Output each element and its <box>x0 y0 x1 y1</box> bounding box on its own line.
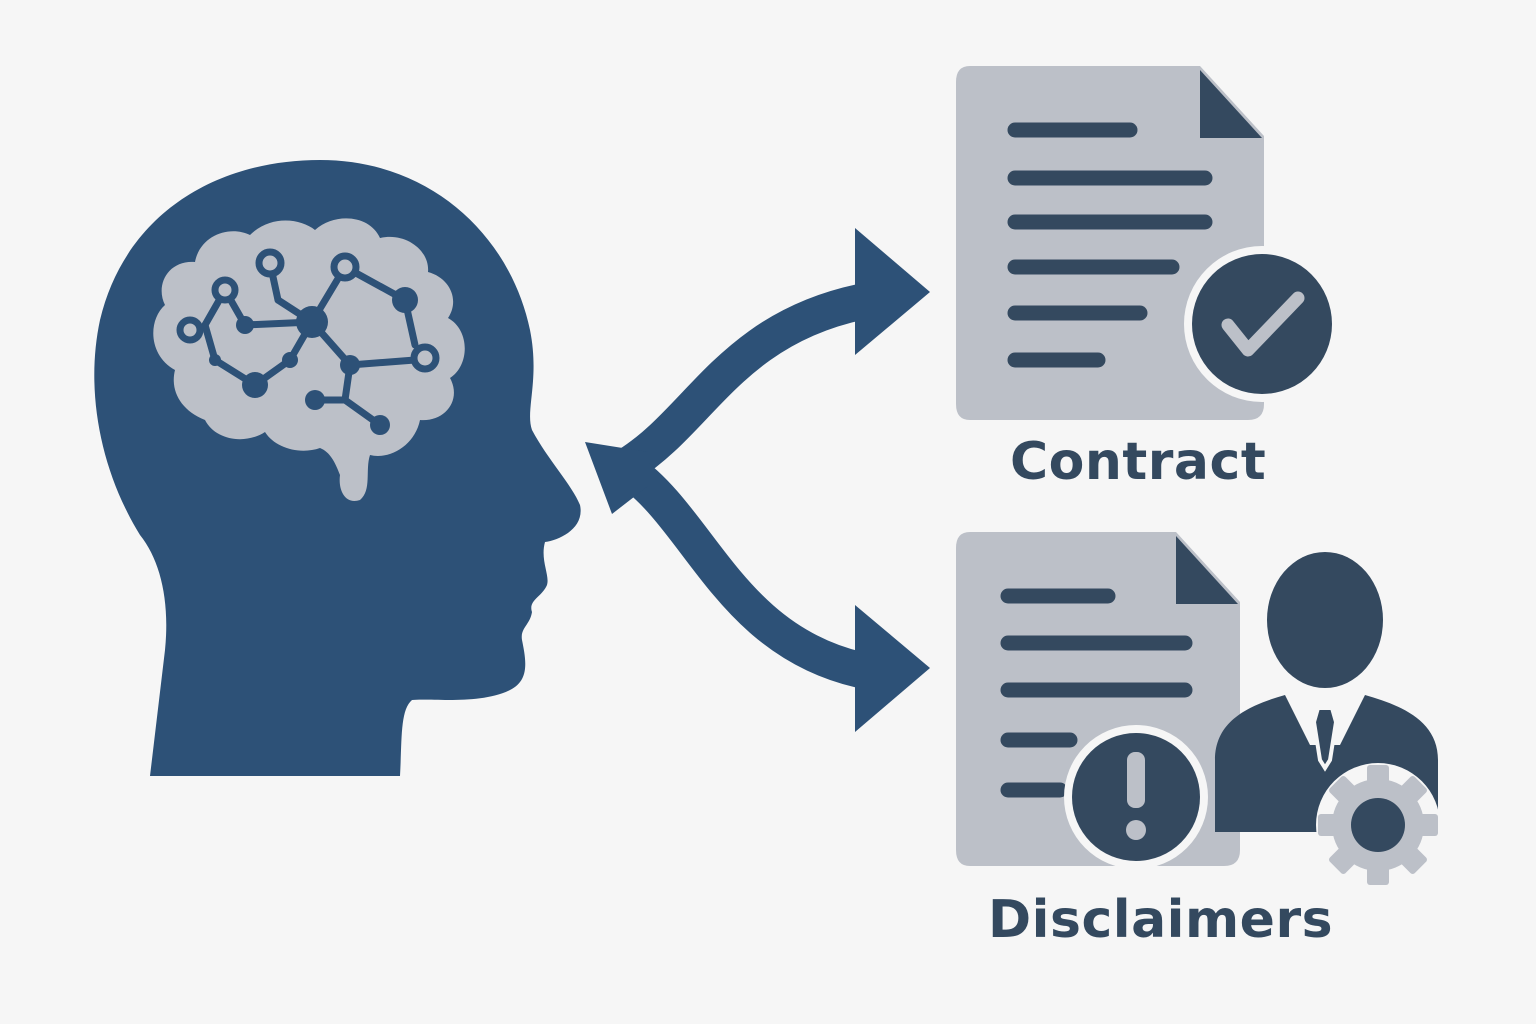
neural-network-ring-nodes <box>176 248 440 373</box>
neural-node <box>296 306 328 338</box>
contract-text-lines <box>1007 122 1213 368</box>
exclamation-icon-dot <box>1126 820 1146 840</box>
disclaimers-label: Disclaimers <box>988 890 1334 950</box>
document-with-check-icon <box>956 66 1340 420</box>
contract-folded-corner <box>1200 70 1262 138</box>
document-with-exclamation-icon <box>956 532 1240 869</box>
neural-ring-node <box>255 248 285 278</box>
arrow-head-contract <box>855 228 930 355</box>
person-collar-right <box>1325 700 1355 722</box>
check-icon <box>1221 291 1305 357</box>
check-badge-circle <box>1192 254 1332 394</box>
neural-node <box>236 316 254 334</box>
head-with-brain-icon <box>94 160 581 776</box>
neural-ring-node <box>211 276 239 304</box>
arrow-head-disclaimers <box>855 605 930 732</box>
disclaimers-folded-corner <box>1176 536 1238 604</box>
tie-icon <box>1311 706 1339 772</box>
neural-node <box>392 287 418 313</box>
neural-ring-node <box>176 316 204 344</box>
person-collar <box>1295 700 1325 722</box>
arrow-split-tip <box>585 442 648 514</box>
neural-node <box>370 415 390 435</box>
contract-label: Contract <box>1010 432 1267 492</box>
neural-ring-node <box>410 343 440 373</box>
arrow-to-contract-shaft <box>610 284 878 483</box>
neural-node <box>209 354 221 366</box>
person-head <box>1267 552 1383 688</box>
neural-node <box>282 352 298 368</box>
neural-ring-node <box>330 252 360 282</box>
neural-network-nodes <box>209 287 418 435</box>
neural-node <box>340 355 360 375</box>
arrow-to-disclaimers-shaft <box>610 452 878 688</box>
neural-node <box>305 390 325 410</box>
neural-node <box>242 372 268 398</box>
gear-icon <box>1316 763 1440 887</box>
branch-arrows <box>585 228 930 732</box>
exclamation-icon-bar <box>1127 752 1145 808</box>
disclaimers-text-lines <box>1000 588 1193 798</box>
